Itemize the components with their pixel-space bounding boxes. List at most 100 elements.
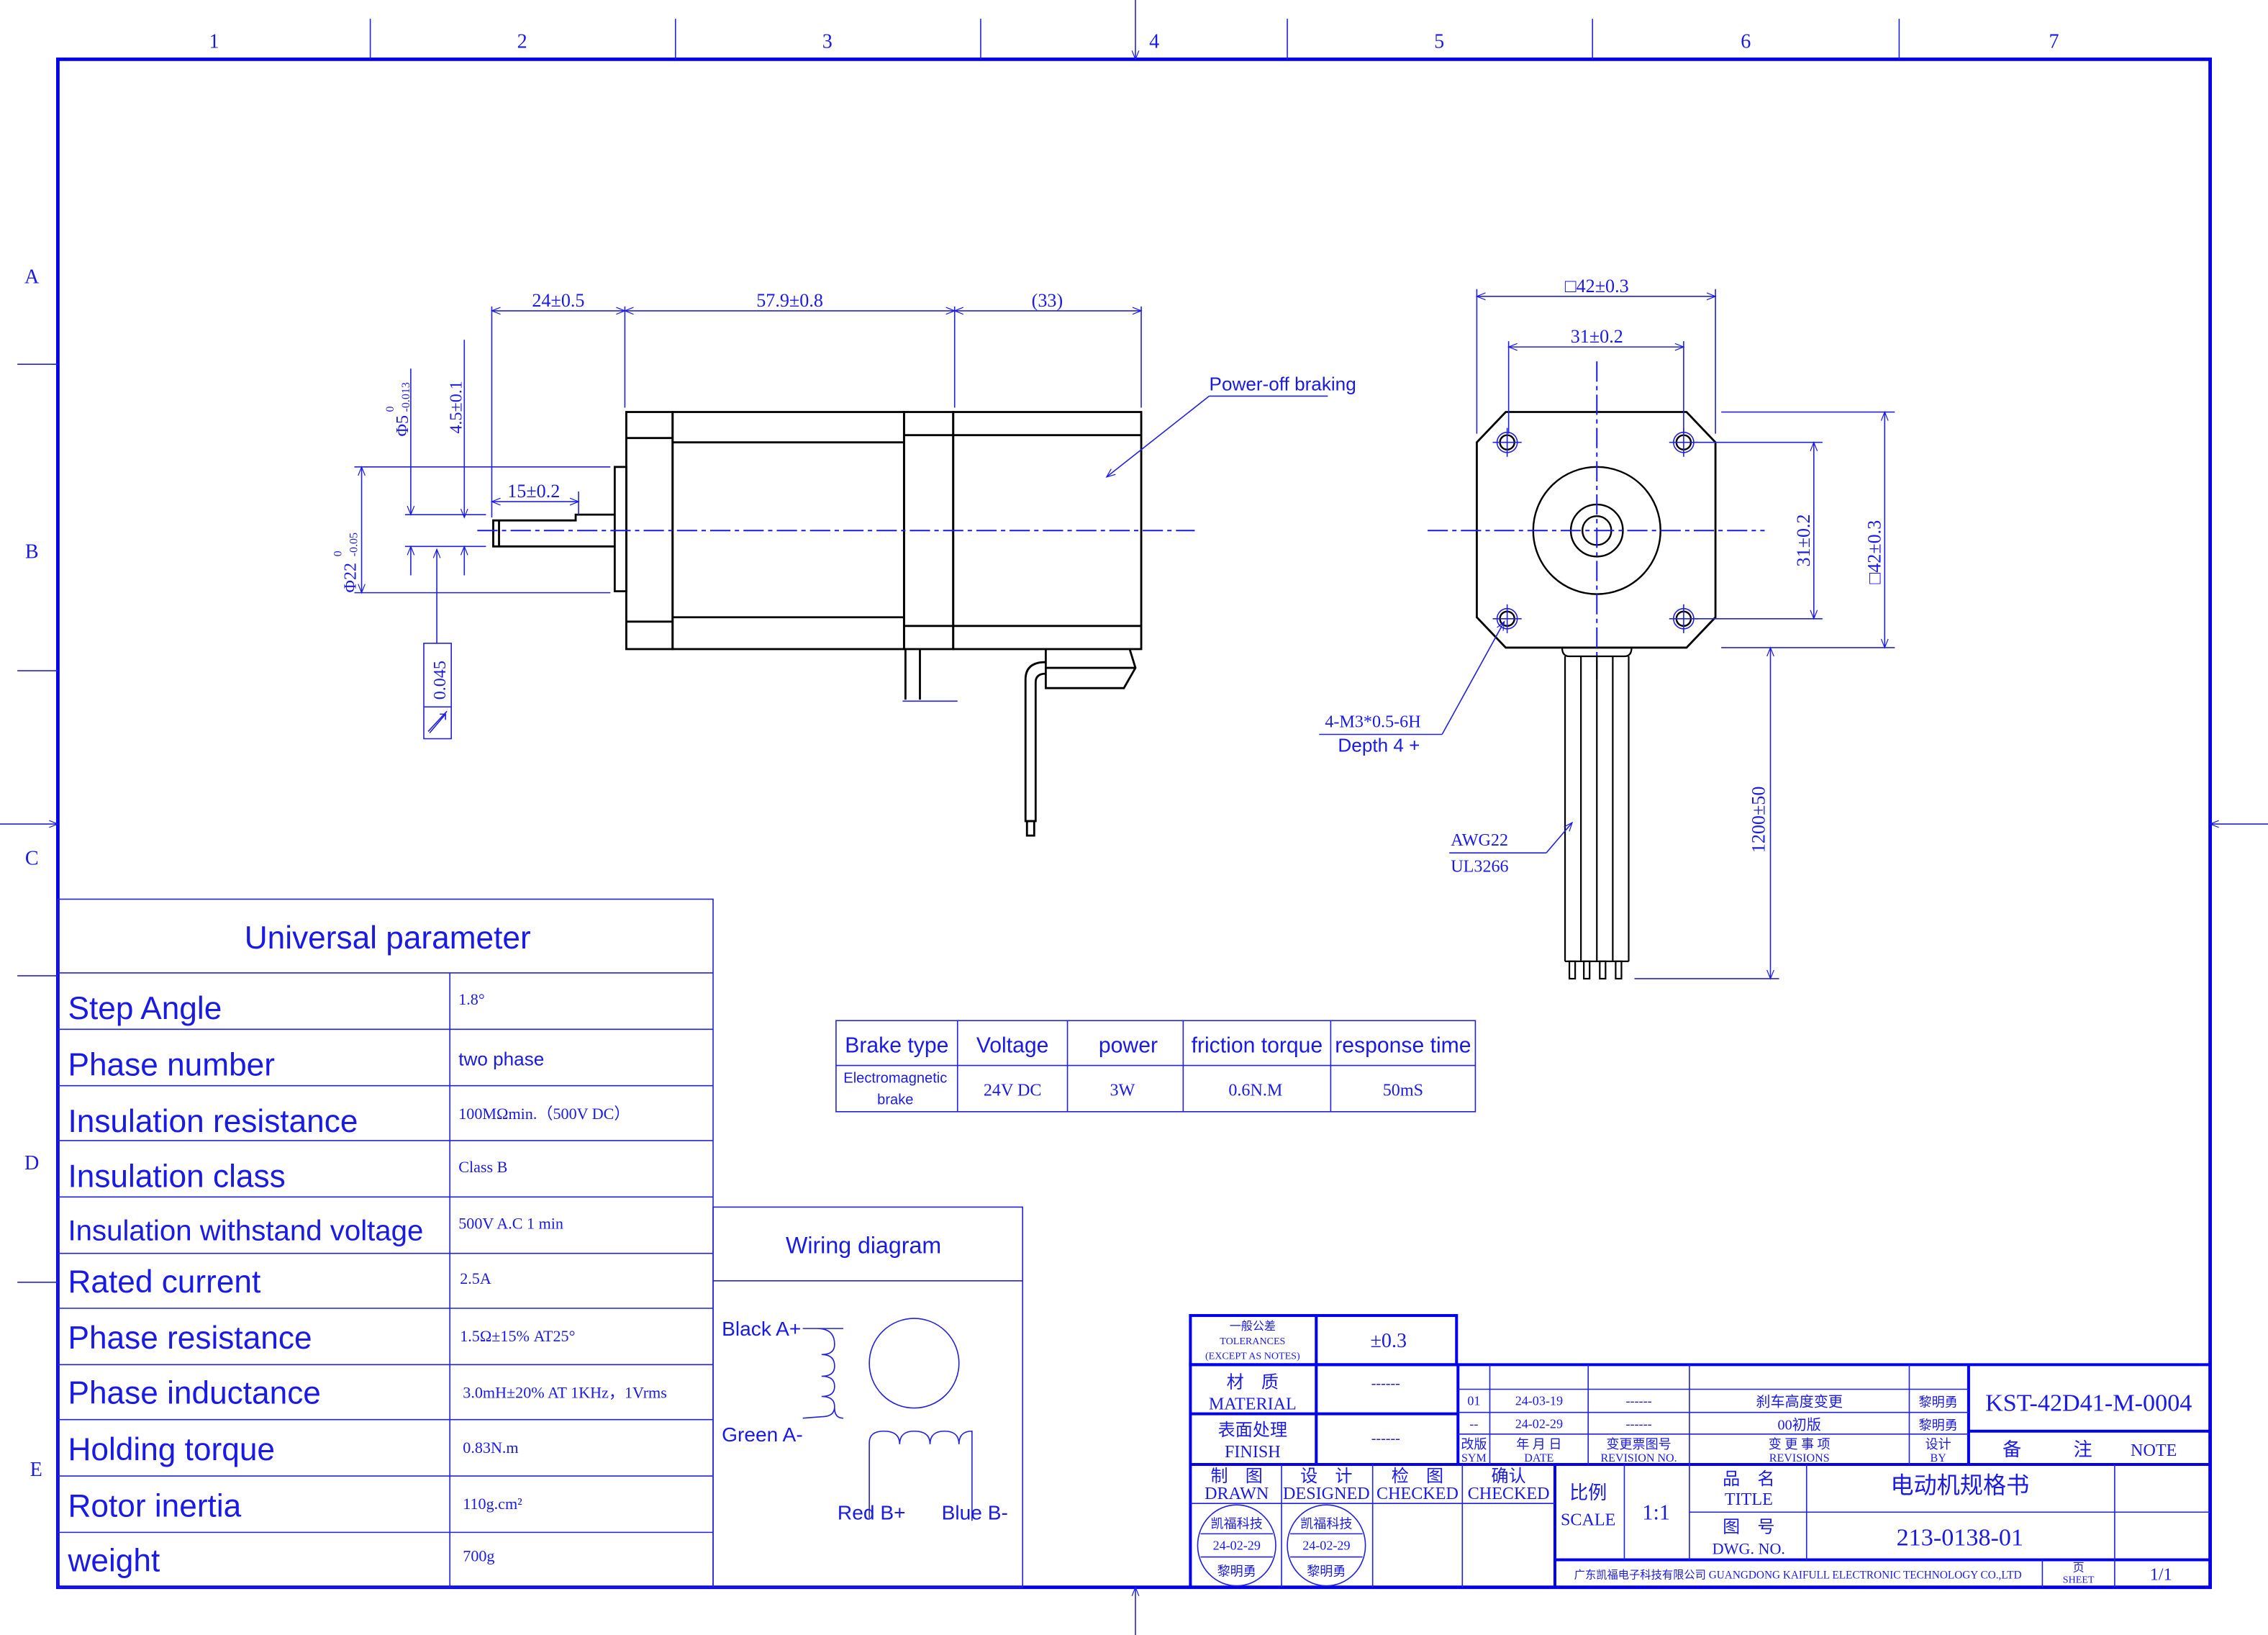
scale-label-cn: 比例 <box>1569 1482 1607 1503</box>
motor-front-view: □42±0.3 31±0.2 31±0.2 □42±0.3 1200±50 4-… <box>1319 276 1895 980</box>
title-block: 一般公差 TOLERANCES (EXCEPT AS NOTES) ±0.3 <box>1189 1314 2212 1589</box>
sheet-value: 1/1 <box>2150 1566 2172 1585</box>
dim-boss-dia: Φ22 <box>342 563 360 593</box>
tolerance-note: (EXCEPT AS NOTES) <box>1205 1350 1300 1362</box>
zone-col-2: 2 <box>517 30 527 53</box>
brake-power-value: 3W <box>1110 1082 1135 1100</box>
designed-label-cn: 设 计 <box>1300 1467 1352 1486</box>
dim-lead-length: 1200±50 <box>1748 787 1769 853</box>
param-label-withstand-voltage: Insulation withstand voltage <box>68 1215 423 1247</box>
dim-flange-width: □42±0.3 <box>1565 276 1629 296</box>
designed-stamp-date: 24-02-29 <box>1302 1538 1350 1552</box>
dim-hole-spacing-h: 31±0.2 <box>1571 326 1623 347</box>
brake-voltage-value: 24V DC <box>984 1082 1042 1100</box>
param-value-insulation-class: Class B <box>458 1158 507 1176</box>
rev-header-date-en: DATE <box>1524 1452 1553 1464</box>
wire-label-red-b-plus: Red B+ <box>838 1501 906 1523</box>
wiring-diagram: Wiring diagram Black A+ Green A- Red B+ … <box>712 1206 1024 1588</box>
title-label-en: TITLE <box>1725 1490 1773 1509</box>
power-off-braking-callout: Power-off braking <box>1210 373 1356 394</box>
finish-label-en: FINISH <box>1225 1443 1281 1462</box>
dim-hole-spacing-v: 31±0.2 <box>1793 514 1814 566</box>
dim-body-length: 57.9±0.8 <box>756 290 823 311</box>
brake-header-friction-torque: friction torque <box>1192 1033 1323 1057</box>
dim-shaft-dia-lower: -0.013 <box>400 382 412 412</box>
rev-header-date-cn: 年 月 日 <box>1516 1437 1561 1451</box>
runout-arrow-icon <box>427 710 448 733</box>
param-value-phase-resistance: 1.5Ω±15% AT25° <box>460 1327 575 1345</box>
brake-friction-torque-value: 0.6N.M <box>1228 1082 1282 1100</box>
checked-label-en: CHECKED <box>1376 1485 1459 1503</box>
material-value: ------ <box>1371 1375 1400 1391</box>
wiring-diagram-title: Wiring diagram <box>786 1233 941 1259</box>
zone-col-3: 3 <box>822 30 833 53</box>
product-title: 电动机规格书 <box>1890 1472 2029 1498</box>
scale-value: 1:1 <box>1642 1500 1670 1524</box>
zone-row-a: A <box>24 266 40 289</box>
rev2-rev-no: ------ <box>1625 1417 1651 1431</box>
rev2-by: 黎明勇 <box>1919 1418 1958 1433</box>
rev1-desc: 刹车高度变更 <box>1756 1394 1843 1410</box>
note-label-en: NOTE <box>2131 1441 2177 1460</box>
param-label-step-angle: Step Angle <box>68 991 222 1026</box>
drawn-label-cn: 制 图 <box>1211 1467 1263 1486</box>
designed-stamp: 凯福科技 24-02-29 黎明勇 <box>1287 1504 1366 1587</box>
hole-note-depth: Depth 4 + <box>1338 735 1420 756</box>
dim-flange-height: □42±0.3 <box>1864 520 1884 584</box>
rev-header-by-en: BY <box>1931 1452 1947 1464</box>
dwg-label-en: DWG. NO. <box>1713 1540 1785 1558</box>
rev1-by: 黎明勇 <box>1919 1395 1958 1410</box>
param-value-insulation-resistance: 100MΩmin.（500V DC） <box>458 1105 630 1123</box>
tolerance-value: ±0.3 <box>1370 1330 1407 1352</box>
zone-col-4: 4 <box>1149 30 1159 53</box>
tolerance-label-en: TOLERANCES <box>1220 1336 1285 1347</box>
parameter-table-title: Universal parameter <box>245 920 531 956</box>
zone-row-e: E <box>30 1459 42 1481</box>
scale-label-en: SCALE <box>1561 1511 1615 1529</box>
param-value-step-angle: 1.8° <box>458 990 484 1008</box>
dim-shaft-dia: Φ5 <box>394 415 412 437</box>
finish-value: ------ <box>1371 1431 1400 1446</box>
dim-shaft-length: 24±0.5 <box>532 290 584 311</box>
param-label-holding-torque: Holding torque <box>68 1432 275 1467</box>
drawn-stamp-date: 24-02-29 <box>1213 1538 1261 1552</box>
param-label-insulation-class: Insulation class <box>68 1159 285 1194</box>
confirm-label-en: CHECKED <box>1468 1485 1550 1503</box>
drawn-stamp: 凯福科技 24-02-29 黎明勇 <box>1197 1504 1276 1587</box>
param-value-withstand-voltage: 500V A.C 1 min <box>458 1215 563 1233</box>
rotor-circle-icon <box>868 1318 960 1409</box>
rev1-sym: 01 <box>1467 1394 1480 1408</box>
drawing-number: 213-0138-01 <box>1897 1524 2024 1551</box>
param-value-holding-torque: 0.83N.m <box>463 1439 518 1457</box>
param-value-weight: 700g <box>463 1547 494 1565</box>
dim-brake-length: (33) <box>1032 290 1063 311</box>
dim-flat-length: 15±0.2 <box>507 481 560 502</box>
coil-b-icon <box>868 1430 973 1521</box>
sheet-label-cn: 页 <box>2073 1562 2085 1575</box>
universal-parameter-table: Universal parameter Step Angle Phase num… <box>57 898 714 1588</box>
rev-header-sym-cn: 改版 <box>1461 1437 1487 1451</box>
brake-response-time-value: 50mS <box>1383 1082 1423 1100</box>
tolerance-label-cn: 一般公差 <box>1230 1320 1276 1333</box>
note-label-cn2: 注 <box>2074 1439 2092 1460</box>
hole-note-thread: 4-M3*0.5-6H <box>1325 712 1420 731</box>
zone-row-d: D <box>24 1152 39 1174</box>
part-number: KST-42D41-M-0004 <box>1985 1390 2192 1417</box>
material-label-cn: 材 质 <box>1227 1372 1279 1392</box>
rev2-desc: 00初版 <box>1778 1417 1821 1434</box>
param-label-phase-number: Phase number <box>68 1048 275 1083</box>
note-label-cn1: 备 <box>2002 1439 2021 1460</box>
rev2-sym: -- <box>1469 1417 1478 1431</box>
dim-shaft-dia-upper: 0 <box>384 406 396 412</box>
coil-a-icon <box>802 1328 843 1419</box>
param-label-phase-inductance: Phase inductance <box>68 1376 320 1411</box>
wire-label-green-a-minus: Green A- <box>722 1423 803 1446</box>
rev-header-desc-en: REVISIONS <box>1769 1452 1830 1464</box>
finish-label-cn: 表面处理 <box>1218 1421 1287 1440</box>
brake-spec-table: Brake type Voltage power friction torque… <box>835 1020 1477 1113</box>
brake-type-line1: Electromagnetic <box>843 1071 947 1087</box>
designed-stamp-name: 黎明勇 <box>1307 1564 1346 1579</box>
rev-header-revno-en: REVISION NO. <box>1600 1452 1677 1464</box>
wire-label-blue-b-minus: Blue B- <box>942 1501 1008 1523</box>
